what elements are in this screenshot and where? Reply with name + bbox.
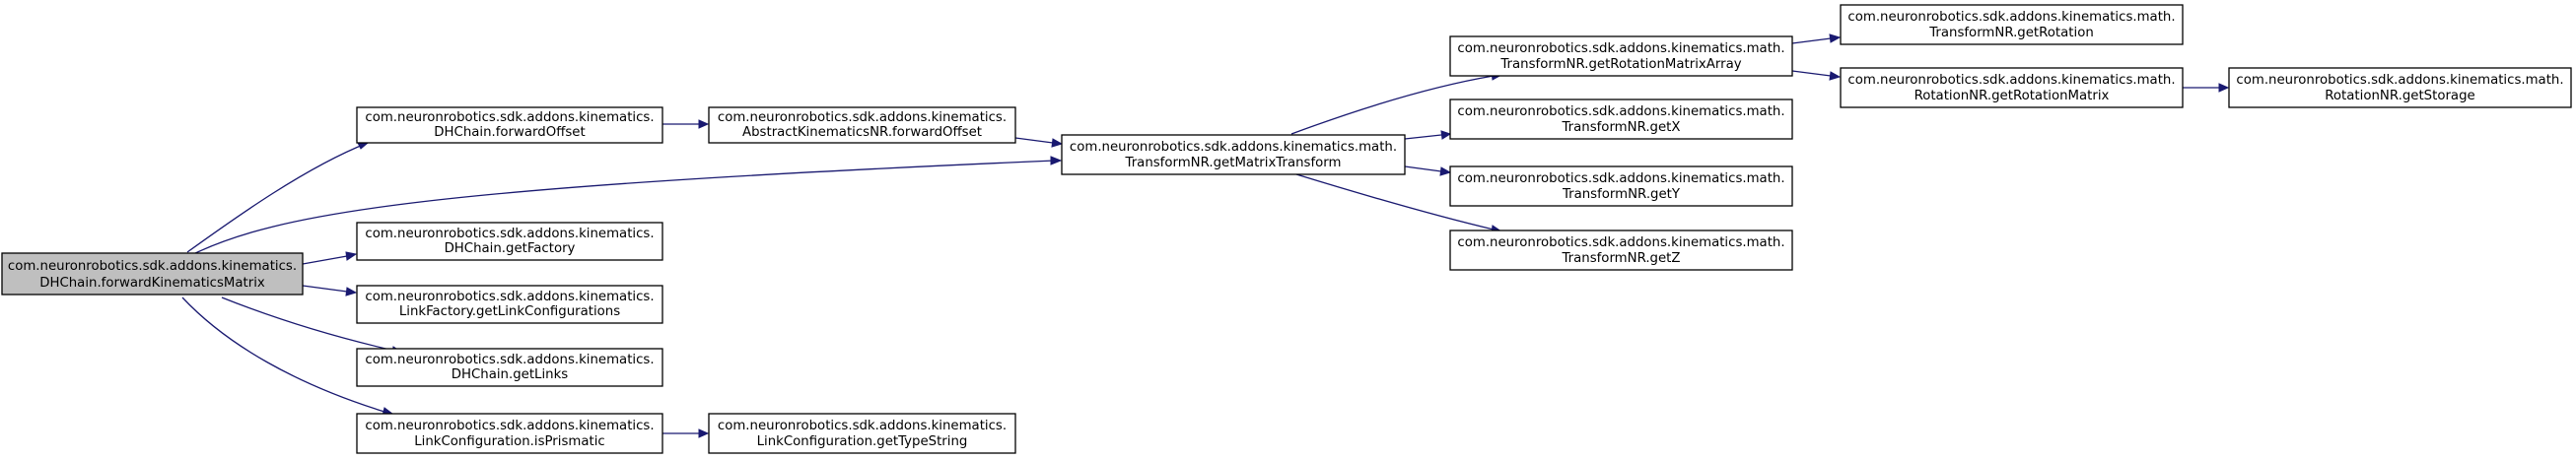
node-line1: com.neuronrobotics.sdk.addons.kinematics… — [1457, 104, 1784, 119]
node-transform-get-y[interactable]: com.neuronrobotics.sdk.addons.kinematics… — [1449, 165, 1793, 207]
node-line2: TransformNR.getRotationMatrixArray — [1499, 57, 1741, 72]
node-transform-get-x[interactable]: com.neuronrobotics.sdk.addons.kinematics… — [1449, 99, 1793, 140]
node-line2: RotationNR.getStorage — [2325, 89, 2474, 103]
node-line2: LinkConfiguration.isPrismatic — [414, 434, 604, 449]
node-rotation-get-storage[interactable]: com.neuronrobotics.sdk.addons.kinematics… — [2228, 67, 2572, 108]
node-line2: TransformNR.getRotation — [1928, 26, 2094, 40]
node-line1: com.neuronrobotics.sdk.addons.kinematics… — [365, 419, 654, 433]
node-line2: DHChain.forwardKinematicsMatrix — [39, 276, 265, 291]
node-line1: com.neuronrobotics.sdk.addons.kinematics… — [1847, 73, 2175, 88]
node-line1: com.neuronrobotics.sdk.addons.kinematics… — [365, 290, 654, 304]
node-line2: RotationNR.getRotationMatrix — [1915, 89, 2110, 103]
node-line1: com.neuronrobotics.sdk.addons.kinematics… — [1457, 41, 1784, 56]
node-box — [2228, 67, 2572, 108]
node-line1: com.neuronrobotics.sdk.addons.kinematics… — [1847, 10, 2175, 25]
node-box — [1449, 99, 1793, 140]
node-box — [356, 222, 663, 261]
node-line1: com.neuronrobotics.sdk.addons.kinematics… — [2236, 73, 2563, 88]
node-root-forward-kinematics-matrix[interactable]: com.neuronrobotics.sdk.addons.kinematics… — [1, 252, 304, 296]
edge-dh-forward-offset-to-abstract-forward-offset — [662, 119, 710, 129]
node-box — [708, 106, 1016, 144]
edge-abstract-forward-offset-to-get-matrix-transform — [1014, 137, 1064, 148]
node-line1: com.neuronrobotics.sdk.addons.kinematics… — [1457, 171, 1784, 186]
node-line1: com.neuronrobotics.sdk.addons.kinematics… — [718, 110, 1007, 125]
node-box — [1, 252, 304, 296]
node-box — [356, 285, 663, 324]
node-box — [1449, 230, 1793, 271]
node-box — [356, 348, 663, 387]
node-link-configuration-get-type-string[interactable]: com.neuronrobotics.sdk.addons.kinematics… — [708, 413, 1016, 454]
node-dh-chain-get-factory[interactable]: com.neuronrobotics.sdk.addons.kinematics… — [356, 222, 663, 261]
edge-get-matrix-transform-to-get-x — [1404, 130, 1452, 140]
node-line1: com.neuronrobotics.sdk.addons.kinematics… — [365, 227, 654, 241]
node-line1: com.neuronrobotics.sdk.addons.kinematics… — [8, 259, 297, 274]
node-transform-get-rotation[interactable]: com.neuronrobotics.sdk.addons.kinematics… — [1840, 4, 2184, 45]
call-nodes: com.neuronrobotics.sdk.addons.kinematics… — [1, 4, 2572, 454]
node-box — [708, 413, 1016, 454]
node-rotation-get-rotation-matrix[interactable]: com.neuronrobotics.sdk.addons.kinematics… — [1840, 67, 2184, 108]
edge-get-rotation-matrix-to-get-storage — [2183, 83, 2230, 93]
edge-get-matrix-transform-to-get-y — [1404, 165, 1452, 176]
node-line2: AbstractKinematicsNR.forwardOffset — [742, 125, 982, 140]
node-line2: DHChain.getLinks — [452, 367, 569, 382]
node-line2: TransformNR.getZ — [1561, 251, 1680, 266]
edge-root-to-get-link-configurations — [302, 285, 358, 296]
node-transform-get-rotation-matrix-array[interactable]: com.neuronrobotics.sdk.addons.kinematics… — [1449, 35, 1793, 77]
node-line1: com.neuronrobotics.sdk.addons.kinematics… — [718, 419, 1007, 433]
node-line1: com.neuronrobotics.sdk.addons.kinematics… — [365, 353, 654, 367]
node-box — [356, 106, 663, 144]
node-link-configuration-is-prismatic[interactable]: com.neuronrobotics.sdk.addons.kinematics… — [356, 413, 663, 454]
node-line2: TransformNR.getY — [1562, 187, 1681, 202]
node-dh-chain-forward-offset[interactable]: com.neuronrobotics.sdk.addons.kinematics… — [356, 106, 663, 144]
node-box — [356, 413, 663, 454]
node-dh-chain-get-links[interactable]: com.neuronrobotics.sdk.addons.kinematics… — [356, 348, 663, 387]
edge-is-prismatic-to-get-type-string — [662, 428, 710, 438]
node-abstract-kinematics-forward-offset[interactable]: com.neuronrobotics.sdk.addons.kinematics… — [708, 106, 1016, 144]
node-box — [1840, 4, 2184, 45]
node-line2: LinkFactory.getLinkConfigurations — [399, 304, 620, 319]
node-box — [1061, 134, 1406, 175]
node-line2: DHChain.getFactory — [445, 241, 576, 256]
edge-get-rotation-matrix-array-to-get-rotation-matrix — [1791, 70, 1842, 81]
node-box — [1449, 35, 1793, 77]
node-line1: com.neuronrobotics.sdk.addons.kinematics… — [365, 110, 654, 125]
edge-get-rotation-matrix-array-to-get-rotation — [1791, 33, 1842, 44]
node-line2: TransformNR.getX — [1561, 120, 1680, 135]
edge-root-to-dh-forward-offset — [186, 140, 370, 253]
edge-root-to-get-factory — [302, 251, 358, 265]
node-link-factory-get-link-configurations[interactable]: com.neuronrobotics.sdk.addons.kinematics… — [356, 285, 663, 324]
edge-root-to-get-matrix-transform — [186, 156, 1063, 258]
node-line1: com.neuronrobotics.sdk.addons.kinematics… — [1457, 235, 1784, 250]
node-box — [1840, 67, 2184, 108]
node-line1: com.neuronrobotics.sdk.addons.kinematics… — [1070, 140, 1397, 155]
node-line2: DHChain.forwardOffset — [434, 125, 585, 140]
node-box — [1449, 165, 1793, 207]
node-line2: LinkConfiguration.getTypeString — [757, 434, 968, 449]
node-transform-get-matrix-transform[interactable]: com.neuronrobotics.sdk.addons.kinematics… — [1061, 134, 1406, 175]
node-line2: TransformNR.getMatrixTransform — [1125, 156, 1342, 170]
node-transform-get-z[interactable]: com.neuronrobotics.sdk.addons.kinematics… — [1449, 230, 1793, 271]
